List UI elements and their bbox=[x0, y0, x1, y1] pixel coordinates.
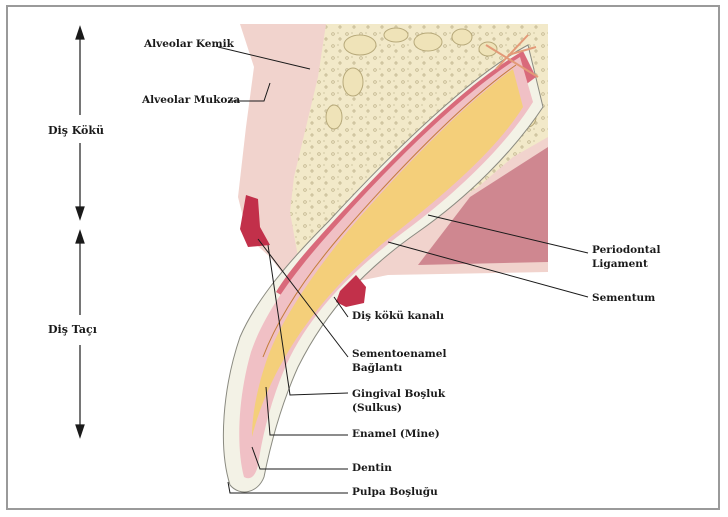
label-periodontal-2: Ligament bbox=[592, 258, 648, 270]
label-alveolar-bone: Alveolar Kemik bbox=[143, 38, 235, 50]
label-alveolar-mucosa: Alveolar Mukoza bbox=[141, 94, 240, 106]
label-root: Diş Kökü bbox=[48, 124, 104, 137]
label-cej-2: Bağlantı bbox=[352, 362, 402, 374]
root-arrow bbox=[76, 27, 84, 219]
label-cej-1: Sementoenamel bbox=[352, 348, 446, 360]
label-cementum: Sementum bbox=[592, 292, 655, 304]
label-sulcus-2: (Sulkus) bbox=[352, 402, 402, 414]
label-periodontal-1: Periodontal bbox=[592, 244, 660, 256]
label-dentin: Dentin bbox=[352, 462, 392, 474]
label-sulcus-1: Gingival Boşluk bbox=[352, 388, 446, 400]
label-enamel: Enamel (Mine) bbox=[352, 428, 440, 440]
label-pulp: Pulpa Boşluğu bbox=[352, 486, 438, 498]
label-root-canal: Diş kökü kanalı bbox=[352, 310, 444, 322]
label-crown: Diş Taçı bbox=[48, 323, 97, 336]
diagram-frame: Diş Kökü Diş Taçı Alveolar Kemik Alveola… bbox=[6, 5, 720, 510]
tooth-anatomy-diagram: Diş Kökü Diş Taçı Alveolar Kemik Alveola… bbox=[8, 7, 720, 510]
